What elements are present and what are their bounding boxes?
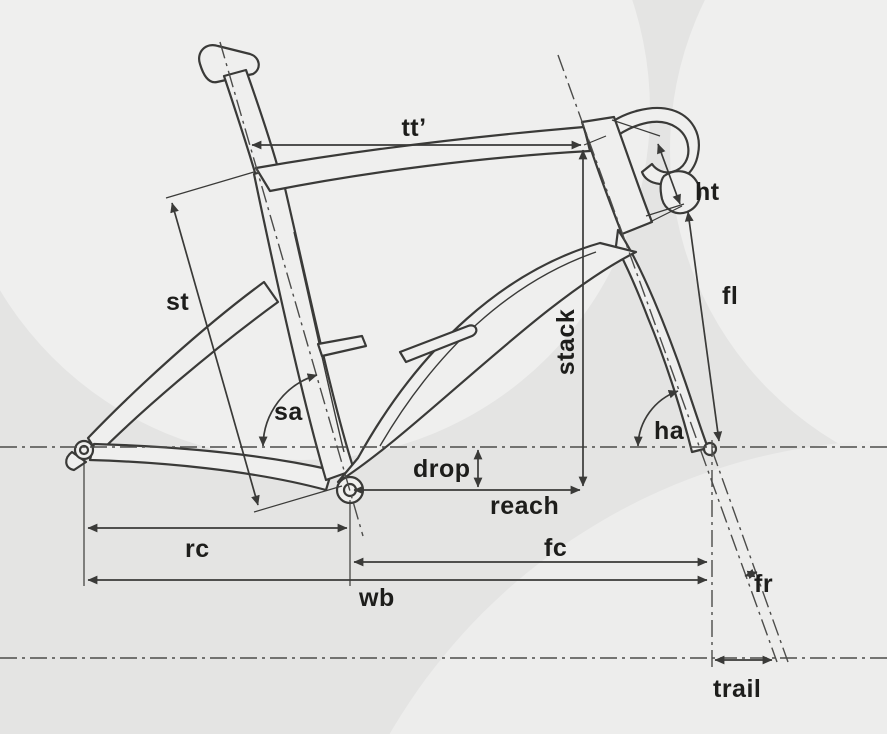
frame-detail-tab-large (398, 324, 478, 364)
dim-head-tube-line (657, 143, 681, 205)
dim-seat-angle-arc (258, 373, 318, 447)
ext-fork-top (645, 203, 685, 217)
label-seat-tube: st (166, 288, 189, 316)
axis-lines (0, 41, 887, 670)
ext-seat-tube-top (165, 171, 255, 199)
dim-head-angle-arc (633, 389, 679, 447)
dim-fork-length-line (684, 211, 723, 442)
fork-offset-parallel-line (711, 449, 789, 663)
ext-head-tube-top (611, 119, 661, 137)
head-tube-shape (580, 115, 654, 236)
label-head-angle: ha (654, 417, 685, 445)
label-wheelbase: wb (358, 584, 395, 612)
background-blob-topright (670, 0, 887, 467)
measurement-labels: tt’ ht fl st stack sa ha drop reach rc f… (166, 114, 773, 703)
rear-axle-center-circle (78, 444, 90, 456)
down-tube-shape (336, 241, 638, 484)
label-drop: drop (413, 455, 471, 483)
label-trail: trail (713, 675, 761, 703)
label-stack: stack (552, 309, 580, 375)
label-fork-rake: fr (754, 570, 773, 598)
dim-seat-tube-line (170, 202, 260, 506)
label-front-center: fc (544, 534, 567, 562)
ext-seat-tube-bottom (253, 485, 343, 513)
label-rear-center: rc (185, 535, 210, 563)
handlebar-shape (602, 106, 700, 186)
dim-fork-rake-line (744, 568, 758, 580)
down-tube-aero-line (379, 251, 597, 447)
label-seat-angle: sa (274, 398, 303, 426)
label-head-tube: ht (695, 178, 720, 206)
ext-stack-top (583, 135, 607, 146)
frame-detail-tab-small (316, 334, 368, 358)
label-reach: reach (490, 492, 559, 520)
front-axle-circle (702, 441, 718, 457)
seat-tube-axis-line (219, 41, 364, 537)
label-fork-length: fl (722, 282, 738, 310)
derailleur-hanger-shape (65, 450, 88, 472)
steering-axis-line (557, 54, 778, 663)
dimension-lines (83, 119, 773, 665)
ext-head-tube-bottom (649, 205, 683, 223)
label-top-tube: tt’ (401, 114, 426, 142)
